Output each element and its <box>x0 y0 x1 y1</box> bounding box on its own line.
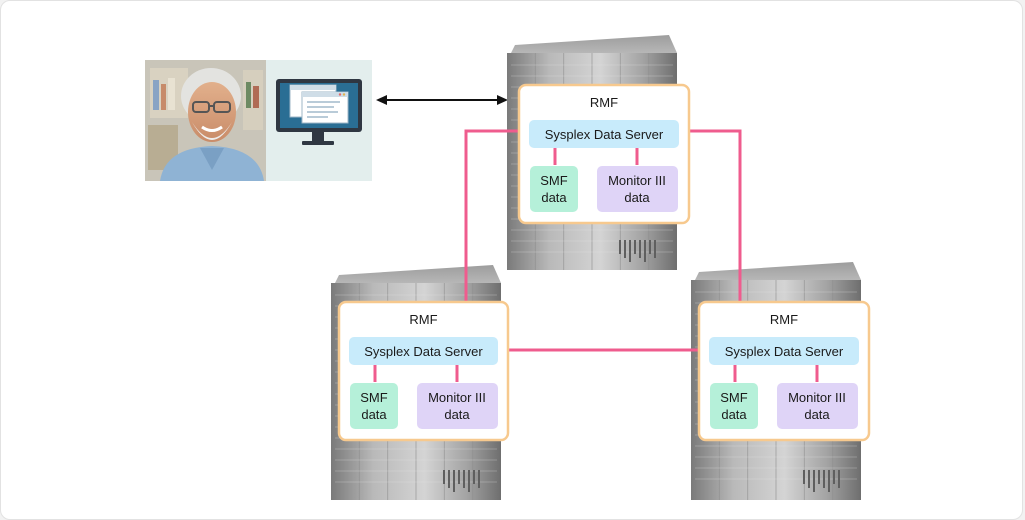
smf-data-label-2: data <box>361 407 387 422</box>
smf-data-box <box>710 383 758 429</box>
sysplex-data-server-label: Sysplex Data Server <box>364 344 483 359</box>
smf-data-box <box>530 166 578 212</box>
monitor-iii-data-box <box>777 383 858 429</box>
rmf-label: RMF <box>770 312 798 327</box>
monitor-iii-label-2: data <box>624 190 650 205</box>
monitor-iii-data-box <box>417 383 498 429</box>
smf-data-label-1: SMF <box>360 390 388 405</box>
rmf-label: RMF <box>590 95 618 110</box>
user-connection-arrow <box>376 95 508 105</box>
monitor-iii-label-2: data <box>444 407 470 422</box>
monitor-iii-label-1: Monitor III <box>608 173 666 188</box>
smf-data-label-2: data <box>721 407 747 422</box>
user-panel <box>145 60 372 181</box>
desktop-monitor-icon <box>276 79 362 145</box>
smf-data-label-1: SMF <box>720 390 748 405</box>
smf-data-label-2: data <box>541 190 567 205</box>
rmf-label: RMF <box>409 312 437 327</box>
monitor-iii-data-box <box>597 166 678 212</box>
user-photo <box>145 60 266 181</box>
monitor-iii-label-1: Monitor III <box>788 390 846 405</box>
smf-data-box <box>350 383 398 429</box>
sysplex-data-server-box <box>709 337 859 365</box>
monitor-iii-label-2: data <box>804 407 830 422</box>
sysplex-data-server-label: Sysplex Data Server <box>725 344 844 359</box>
smf-data-label-1: SMF <box>540 173 568 188</box>
sysplex-data-server-label: Sysplex Data Server <box>545 127 664 142</box>
sysplex-data-server-box <box>349 337 498 365</box>
monitor-iii-label-1: Monitor III <box>428 390 486 405</box>
sysplex-data-server-box <box>529 120 679 148</box>
